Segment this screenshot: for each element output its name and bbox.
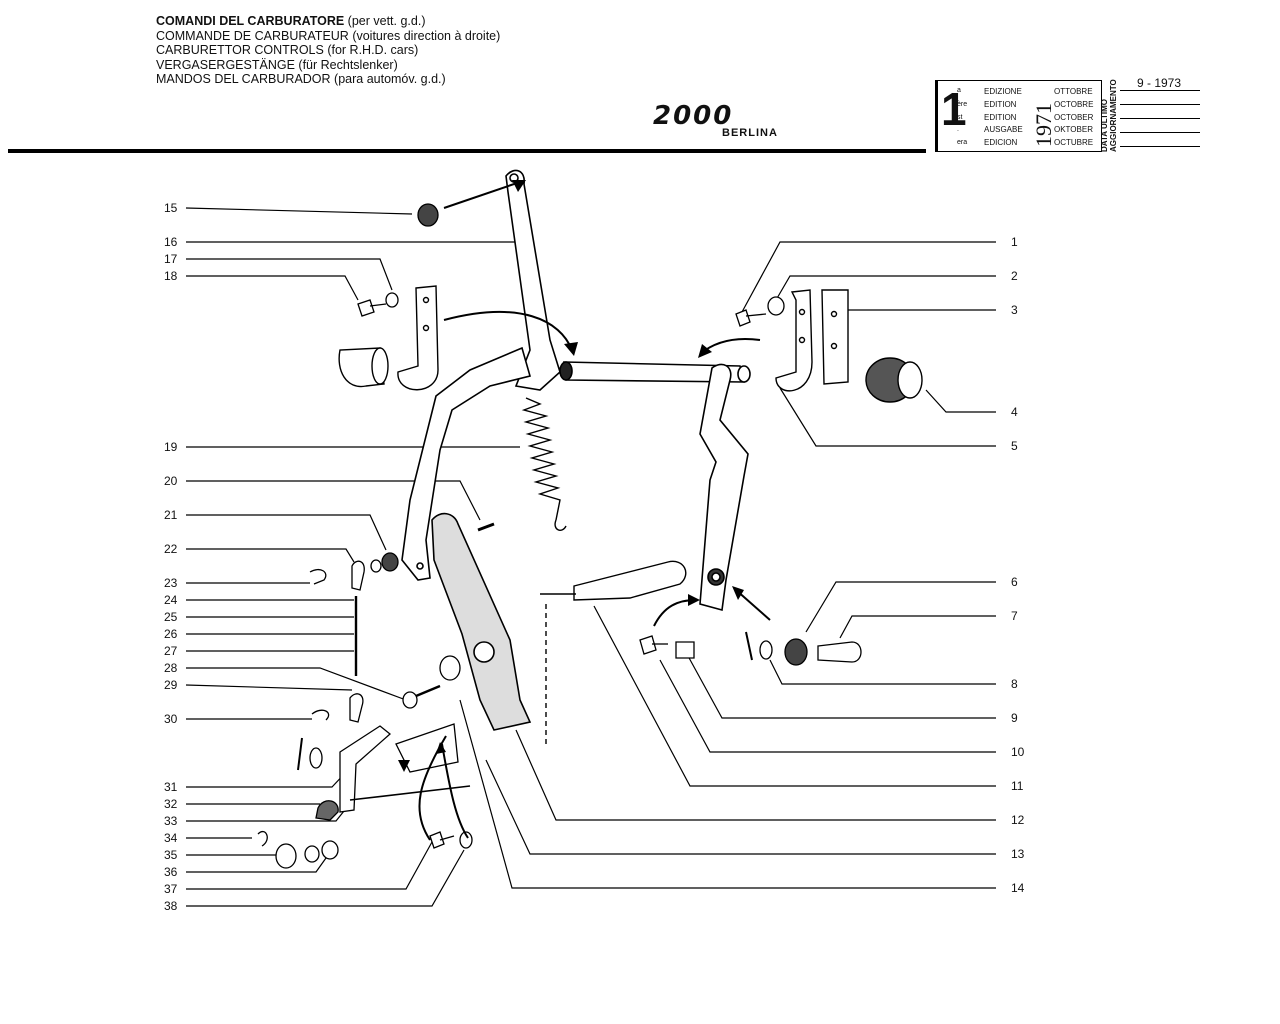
bracket-left: [338, 285, 439, 391]
callout-5: 5: [1011, 439, 1018, 453]
callout-17: 17: [164, 252, 178, 266]
callout-3: 3: [1011, 303, 1018, 317]
last-update-date: 9 - 1973: [1137, 76, 1182, 90]
callout-7: 7: [1011, 609, 1018, 623]
callout-6: 6: [1011, 575, 1018, 589]
callout-30: 30: [164, 712, 178, 726]
edition-suffix: a: [957, 87, 961, 94]
title-spanish: MANDOS DEL CARBURADOR (para automóv. g.d…: [156, 72, 446, 87]
update-line: [1120, 104, 1200, 105]
title-german: VERGASERGESTÄNGE (für Rechtslenker): [156, 57, 398, 72]
edition-month: OCTOBRE: [1054, 100, 1094, 109]
callout-11: 11: [1011, 779, 1024, 793]
callout-23: 23: [164, 576, 178, 590]
callout-13: 13: [1011, 847, 1025, 861]
edition-month: OKTOBER: [1054, 125, 1093, 134]
callout-1: 1: [1011, 235, 1018, 249]
edition-suffix: .: [957, 126, 959, 133]
callout-28: 28: [164, 661, 178, 675]
callout-16: 16: [164, 235, 178, 249]
title-french: COMMANDE DE CARBURATEUR (voitures direct…: [156, 28, 501, 43]
callout-29: 29: [164, 678, 178, 692]
update-line: [1120, 146, 1200, 147]
bushing-4: [865, 357, 923, 403]
callout-25: 25: [164, 610, 178, 624]
arrow-heads: [398, 180, 744, 772]
edition-suffix: st: [957, 114, 963, 121]
update-line: [1120, 90, 1200, 91]
callout-33: 33: [164, 814, 178, 828]
leader-lines-right: [459, 241, 996, 889]
callout-9: 9: [1011, 711, 1018, 725]
title-english: CARBURETTOR CONTROLS (for R.H.D. cars): [156, 43, 419, 58]
plate-3: [821, 289, 849, 385]
edition-month: OTTOBRE: [1054, 87, 1093, 96]
cross-shaft: [559, 361, 751, 383]
callout-15: 15: [164, 201, 178, 215]
right-bellcrank: [699, 363, 749, 612]
callout-2: 2: [1011, 269, 1018, 283]
callout-12: 12: [1011, 813, 1025, 827]
callout-26: 26: [164, 627, 178, 641]
leader-lines-left: [185, 207, 520, 907]
callout-35: 35: [164, 848, 178, 862]
callout-21: 21: [164, 508, 178, 522]
edition-month: OCTUBRE: [1054, 138, 1094, 147]
edition-label: AUSGABE: [984, 125, 1023, 134]
edition-month: OCTOBER: [1054, 113, 1094, 122]
callout-24: 24: [164, 593, 178, 607]
small-parts-left: [257, 203, 495, 869]
callout-31: 31: [164, 780, 178, 794]
edition-label: EDITION: [984, 113, 1017, 122]
edition-suffix: era: [957, 139, 968, 146]
header-titles: COMANDI DEL CARBURATORE (per vett. g.d.)…: [156, 14, 500, 87]
header-rule: [8, 149, 926, 153]
bracket-5: [775, 289, 813, 392]
callout-10: 10: [1011, 745, 1025, 759]
small-parts-right: [639, 296, 862, 666]
edition-number: 1: [941, 83, 967, 135]
edition-label: EDITION: [984, 100, 1017, 109]
return-spring-19: [521, 397, 567, 531]
callout-8: 8: [1011, 677, 1018, 691]
model-name: BERLINA: [722, 127, 778, 139]
model-logo: 2000: [653, 101, 734, 131]
callout-22: 22: [164, 542, 178, 556]
update-line: [1120, 132, 1200, 133]
edition-label: EDICION: [984, 138, 1018, 147]
callout-20: 20: [164, 474, 178, 488]
callout-27: 27: [164, 644, 178, 658]
accelerator-pedal-12: [431, 512, 532, 731]
callout-37: 37: [164, 882, 178, 896]
callout-34: 34: [164, 831, 178, 845]
update-line: [1120, 118, 1200, 119]
callout-32: 32: [164, 797, 178, 811]
title-italian: COMANDI DEL CARBURATORE (per vett. g.d.): [156, 14, 426, 28]
callout-4: 4: [1011, 405, 1018, 419]
callout-36: 36: [164, 865, 178, 879]
edition-label: EDIZIONE: [984, 87, 1022, 96]
edition-box: [935, 80, 1102, 152]
callout-19: 19: [164, 440, 178, 454]
callout-14: 14: [1011, 881, 1025, 895]
callout-18: 18: [164, 269, 178, 283]
tie-rod-11: [540, 560, 687, 748]
edition-suffix: ère: [957, 101, 968, 108]
callout-38: 38: [164, 899, 178, 913]
